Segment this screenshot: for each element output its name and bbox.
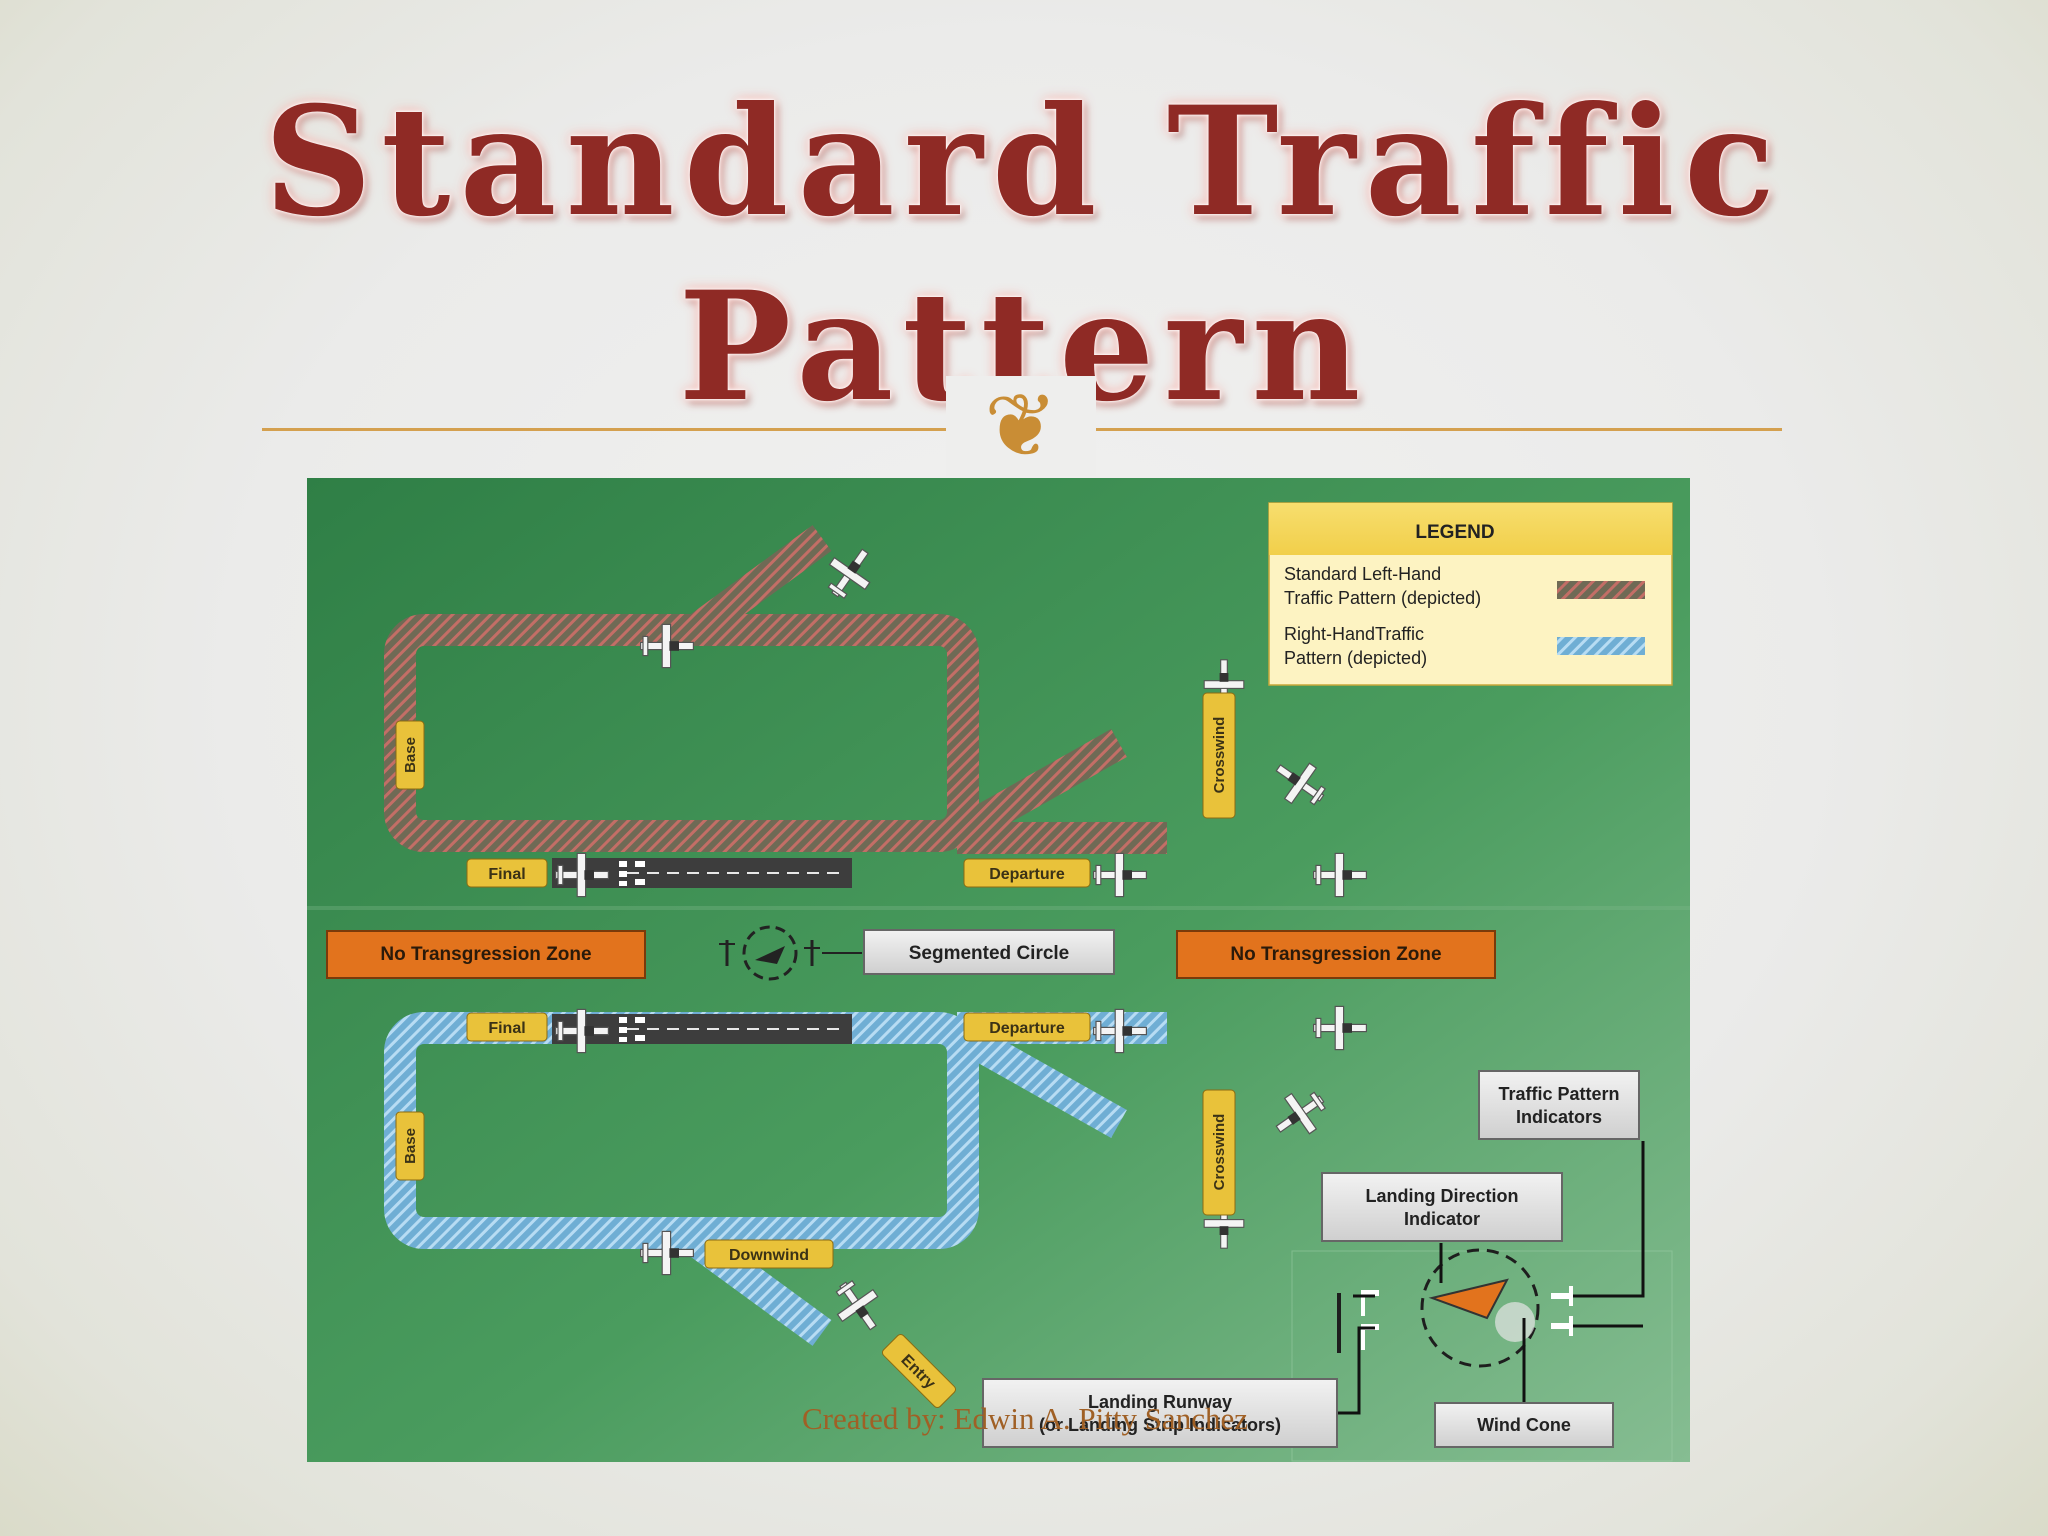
svg-text:Right-HandTraffic: Right-HandTraffic: [1284, 624, 1424, 644]
svg-text:No Transgression Zone: No Transgression Zone: [1230, 944, 1441, 965]
svg-text:Standard Left-Hand: Standard Left-Hand: [1284, 564, 1441, 584]
svg-text:Traffic Pattern: Traffic Pattern: [1498, 1084, 1619, 1104]
svg-text:Wind Cone: Wind Cone: [1477, 1415, 1571, 1435]
slide-title: Standard Traffic Pattern: [263, 74, 1785, 435]
svg-text:Traffic Pattern (depicted): Traffic Pattern (depicted): [1284, 588, 1481, 608]
svg-text:(or Landing Strip Indicators): (or Landing Strip Indicators): [1039, 1415, 1281, 1435]
label-final-lower: Final: [466, 1012, 548, 1042]
label-final-upper: Final: [466, 858, 548, 888]
no-transgression-zone-right: No Transgression Zone: [1176, 930, 1496, 979]
svg-text:Segmented Circle: Segmented Circle: [909, 943, 1070, 964]
footer-credit: Created by: Edwin A. Pitty Sanchez: [802, 1401, 1248, 1436]
label-crosswind-upper: Crosswind: [1202, 692, 1236, 819]
legend-right-hand-swatch: [1557, 637, 1645, 655]
legend: LEGEND Standard Left-Hand Traffic Patter…: [1268, 502, 1673, 686]
svg-text:Crosswind: Crosswind: [1211, 717, 1228, 794]
svg-text:Landing Runway: Landing Runway: [1088, 1392, 1232, 1412]
svg-text:LEGEND: LEGEND: [1415, 522, 1494, 543]
svg-text:Departure: Departure: [989, 866, 1065, 883]
segmented-circle-detail: [1291, 1141, 1673, 1462]
label-departure-upper: Departure: [963, 858, 1091, 888]
callout-wind-cone: Wind Cone: [1434, 1402, 1614, 1448]
svg-text:No Transgression Zone: No Transgression Zone: [380, 944, 591, 965]
callout-landing-direction-indicator: Landing Direction Indicator: [1321, 1172, 1563, 1242]
label-downwind: Downwind: [704, 1239, 834, 1269]
svg-text:Indicator: Indicator: [1404, 1209, 1480, 1229]
no-transgression-zone-left: No Transgression Zone: [326, 930, 646, 979]
segmented-circle-icon: [719, 925, 862, 981]
svg-text:Indicators: Indicators: [1516, 1107, 1602, 1127]
svg-text:Landing Direction: Landing Direction: [1366, 1186, 1519, 1206]
legend-left-hand-swatch: [1557, 581, 1645, 599]
callout-segmented-circle: Segmented Circle: [863, 929, 1115, 975]
callout-traffic-pattern-indicators: Traffic Pattern Indicators: [1478, 1070, 1640, 1140]
label-base-lower: Base: [395, 1111, 425, 1181]
traffic-pattern-diagram: Base Final Departure Crosswind Base Fina…: [307, 478, 1690, 1462]
svg-text:Departure: Departure: [989, 1020, 1065, 1037]
svg-text:Pattern (depicted): Pattern (depicted): [1284, 648, 1427, 668]
flourish-icon: ❦: [946, 376, 1096, 476]
svg-text:Final: Final: [488, 866, 525, 883]
upper-runway: [552, 858, 852, 888]
label-departure-lower: Departure: [963, 1012, 1091, 1042]
svg-text:Final: Final: [488, 1020, 525, 1037]
svg-text:Downwind: Downwind: [729, 1247, 809, 1264]
callout-landing-runway: Landing Runway (or Landing Strip Indicat…: [982, 1378, 1338, 1448]
svg-text:Crosswind: Crosswind: [1211, 1114, 1228, 1191]
svg-text:Base: Base: [402, 737, 419, 773]
label-base-upper: Base: [395, 720, 425, 790]
svg-text:Base: Base: [402, 1128, 419, 1164]
label-crosswind-lower: Crosswind: [1202, 1089, 1236, 1216]
